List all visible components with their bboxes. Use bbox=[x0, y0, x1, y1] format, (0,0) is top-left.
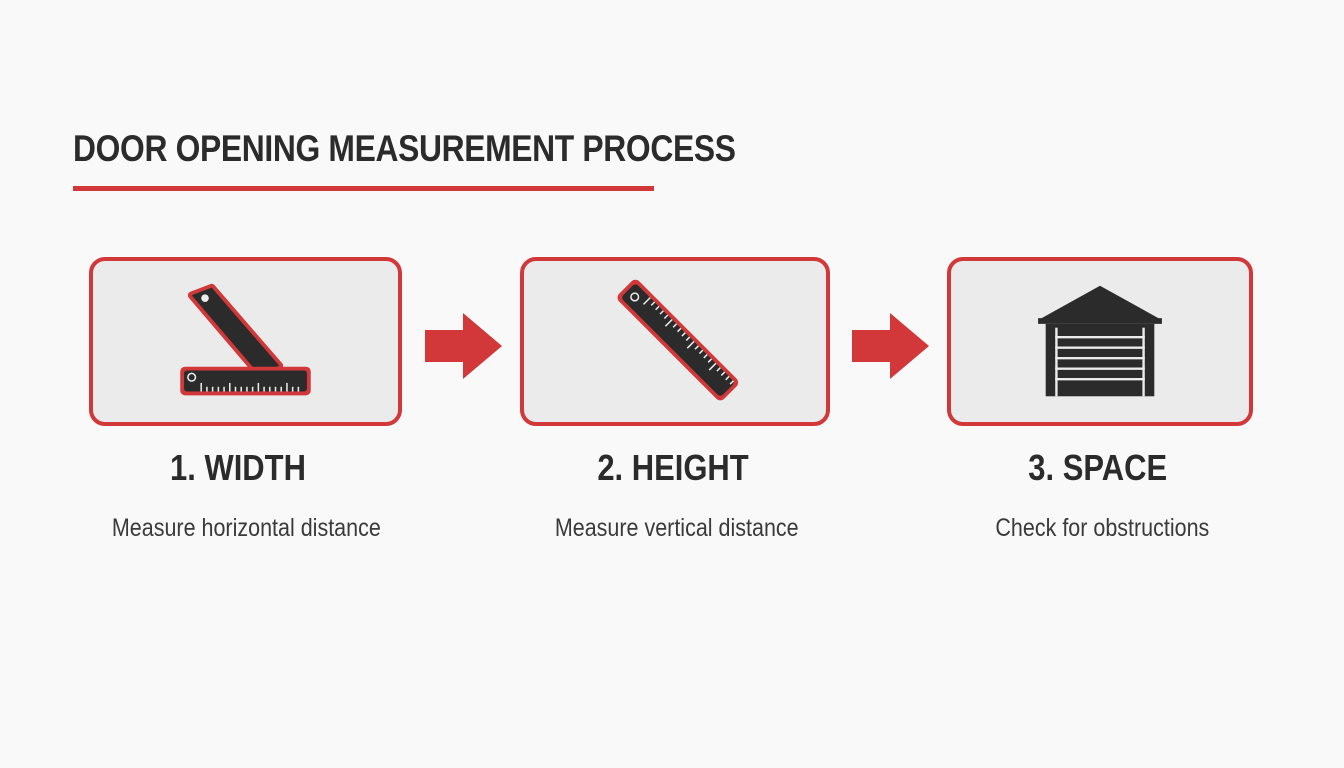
step-card-width bbox=[89, 257, 402, 426]
step-title-space: 3. SPACE bbox=[1028, 447, 1168, 488]
arrow-right-icon bbox=[425, 313, 502, 379]
step-title-width: 1. WIDTH bbox=[170, 447, 306, 488]
ruler-icon bbox=[617, 279, 739, 401]
step-title-height: 2. HEIGHT bbox=[597, 447, 749, 488]
title-underline bbox=[73, 186, 654, 191]
page-title: DOOR OPENING MEASUREMENT PROCESS bbox=[73, 128, 736, 169]
step-card-space bbox=[947, 257, 1253, 426]
l-square-ruler-icon bbox=[180, 283, 311, 396]
step-description-height: Measure vertical distance bbox=[555, 514, 799, 542]
arrow-right-icon bbox=[852, 313, 929, 379]
step-description-width: Measure horizontal distance bbox=[111, 514, 381, 542]
step-card-height bbox=[520, 257, 830, 426]
garage-door-icon bbox=[1038, 285, 1162, 397]
step-description-space: Check for obstructions bbox=[995, 514, 1209, 542]
